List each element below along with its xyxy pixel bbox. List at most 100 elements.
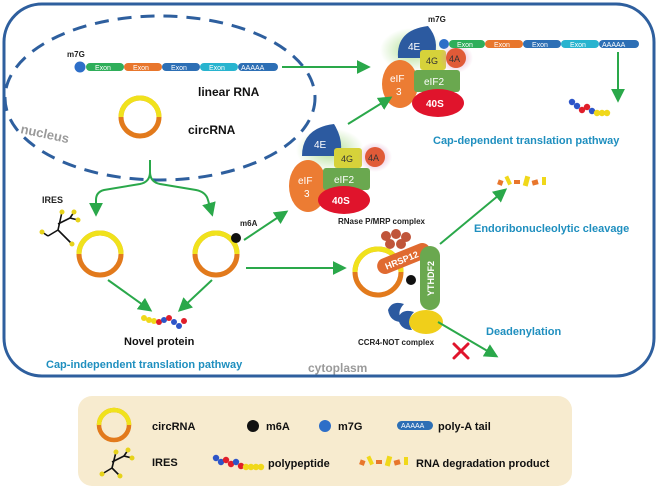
svg-text:4G: 4G — [341, 154, 353, 164]
arrow-m6a-to-mid-complex — [243, 210, 289, 241]
linear-rna-label: linear RNA — [198, 85, 260, 99]
ythdf2-shape — [420, 246, 440, 310]
legend-circrna-label: circRNA — [152, 421, 195, 433]
nucleus-label: nucleus — [19, 121, 70, 146]
legend-m6a-icon — [247, 420, 259, 432]
m6a-label: m6A — [240, 219, 258, 228]
cap-independent-label: Cap-independent translation pathway — [46, 359, 243, 371]
m7g-cap-label: m7G — [67, 50, 85, 59]
mid-translation-complex: 4E 4G 4A eIF 3 eIF2 40S — [289, 124, 392, 214]
svg-text:4A: 4A — [368, 153, 379, 163]
m6a-circrna: m6A — [192, 219, 258, 278]
linear-rna: m7G Exon Exon Exon Exon AAAAA linear RNA — [67, 50, 278, 99]
endo-label: Endoribonucleolytic cleavage — [474, 223, 629, 235]
svg-text:40S: 40S — [426, 99, 444, 110]
ires-circrna: IRES — [39, 195, 124, 278]
legend-panel — [78, 396, 572, 486]
svg-text:Exon: Exon — [457, 42, 473, 49]
ccr4-label: CCR4-NOT complex — [358, 338, 435, 347]
exon-segment — [86, 63, 124, 71]
legend-polypeptide-label: polypeptide — [268, 458, 330, 470]
eif2-shape — [323, 168, 370, 190]
svg-text:4A: 4A — [449, 54, 460, 64]
legend-polya-label: poly-A tail — [438, 421, 491, 433]
legend-degradation-label: RNA degradation product — [416, 458, 550, 470]
exon-segment — [485, 40, 523, 48]
svg-text:eIF2: eIF2 — [424, 77, 444, 88]
legend-polypeptide-icon — [212, 454, 265, 471]
ires-icon — [41, 211, 79, 245]
rnase-label: RNase P/MRP complex — [338, 217, 426, 226]
svg-text:3: 3 — [396, 87, 402, 98]
svg-text:eIF: eIF — [390, 74, 404, 85]
svg-text:3: 3 — [304, 189, 310, 200]
circrna-label: circRNA — [188, 123, 236, 137]
legend-m7g-icon — [319, 420, 331, 432]
arrow-to-deadenylation — [437, 321, 499, 358]
exon-segment — [523, 40, 561, 48]
legend-polya-icon — [397, 421, 433, 430]
exon-label: Exon — [133, 65, 149, 72]
svg-text:40S: 40S — [332, 196, 350, 207]
polya-text: AAAAA — [241, 65, 265, 72]
arrow-m6a-to-protein — [177, 279, 213, 312]
degradation-complex: RNase P/MRP complex HRSP12 YTHDF2 CCR4-N… — [338, 217, 443, 347]
nucleus-boundary — [3, 14, 317, 182]
deadenylation-label: Deadenylation — [486, 326, 561, 338]
polya-tail — [599, 40, 639, 48]
legend-ires-icon — [101, 449, 133, 477]
legend: circRNA m6A m7G AAAAA poly-A tail IRES — [96, 407, 550, 479]
nucleus-circrna: circRNA — [118, 95, 236, 139]
eif3-shape — [289, 160, 327, 212]
svg-text:eIF2: eIF2 — [334, 175, 354, 186]
svg-text:4E: 4E — [408, 42, 421, 53]
cap-dependent-label: Cap-dependent translation pathway — [433, 135, 620, 147]
hrsp12-shape — [377, 243, 431, 274]
exon-segment — [162, 63, 200, 71]
svg-text:4G: 4G — [426, 56, 438, 66]
legend-ires-label: IRES — [152, 457, 178, 469]
degradation-product-icon — [497, 175, 546, 187]
polya-tail — [238, 63, 278, 71]
svg-text:YTHDF2: YTHDF2 — [426, 261, 436, 296]
rnase-mrp-icon — [381, 229, 411, 249]
exon-label: Exon — [171, 65, 187, 72]
cytoplasm-label: cytoplasm — [308, 361, 367, 375]
exon-segment — [449, 40, 485, 48]
exon-label: Exon — [209, 65, 225, 72]
arrow-to-endocleavage — [439, 188, 508, 245]
legend-degradation-icon — [359, 455, 408, 467]
svg-text:AAAAA: AAAAA — [602, 42, 626, 49]
exon-label: Exon — [95, 65, 111, 72]
svg-text:AAAAA: AAAAA — [401, 423, 425, 430]
arrow-ires-to-protein — [107, 279, 153, 312]
legend-m6a-label: m6A — [266, 421, 290, 433]
ires-label: IRES — [42, 195, 63, 205]
ccr4-yellow-shape — [409, 310, 443, 334]
arrow-circrna-to-m6a — [149, 171, 216, 217]
eif4g-shape — [334, 148, 362, 168]
eif3-shape — [382, 60, 418, 108]
svg-text:eIF: eIF — [298, 176, 312, 187]
cell-border — [2, 2, 656, 378]
arrow-mid-to-top — [347, 96, 393, 125]
m6a-dot-icon — [231, 233, 241, 243]
top-translation-complex: m7G 4E 4G 4A eIF 3 eIF2 40S Exon Exon Ex… — [380, 15, 639, 117]
ccr4-icon — [388, 302, 404, 322]
m6a-dot-icon — [406, 275, 416, 285]
40s-shape — [318, 186, 370, 214]
svg-text:Exon: Exon — [532, 42, 548, 49]
eif2-shape — [414, 70, 460, 92]
m7g-cap-icon — [74, 61, 86, 73]
polypeptide-icon — [568, 98, 611, 117]
40s-shape — [412, 89, 464, 117]
exon-segment — [561, 40, 599, 48]
novel-protein-icon — [141, 315, 187, 329]
eif4a-shape — [446, 48, 466, 68]
eif4a-shape — [365, 147, 385, 167]
svg-text:4E: 4E — [314, 140, 327, 151]
svg-text:Exon: Exon — [494, 42, 510, 49]
eif4e-shape — [302, 124, 342, 156]
novel-protein-label: Novel protein — [124, 336, 195, 348]
